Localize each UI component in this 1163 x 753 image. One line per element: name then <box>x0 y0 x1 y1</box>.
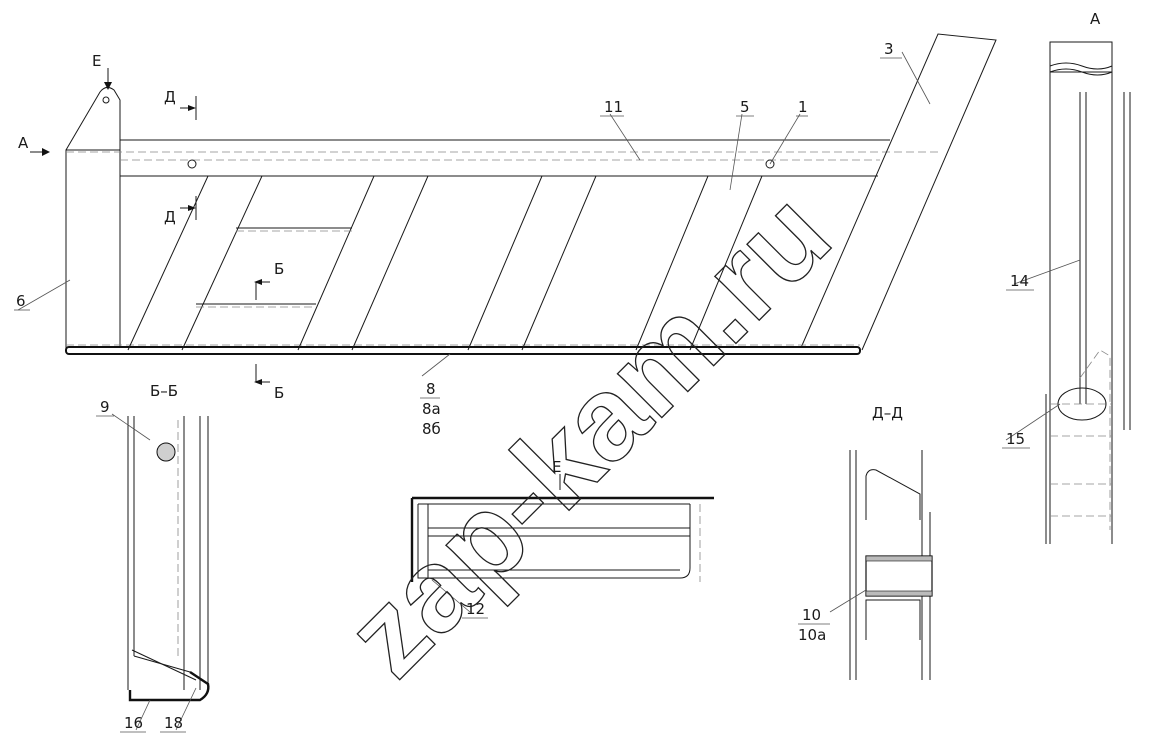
part-8b-label: 8б <box>422 420 441 438</box>
section-dd-view <box>829 450 933 680</box>
part-16-label: 16 <box>124 714 143 732</box>
arrow-e-label: Е <box>92 52 101 70</box>
part-18-label: 18 <box>164 714 183 732</box>
part-1-label: 1 <box>798 98 808 116</box>
view-e-title: Е <box>552 458 561 476</box>
watermark-text: zap-kam.ru <box>321 168 855 702</box>
part-8a-label: 8а <box>422 400 441 418</box>
watermark: zap-kam.ru <box>321 167 856 702</box>
label-underlines <box>14 57 1034 733</box>
part-8-label: 8 <box>426 380 436 398</box>
part-15-label: 15 <box>1006 430 1025 448</box>
part-3-label: 3 <box>884 40 894 58</box>
part-12-label: 12 <box>466 600 485 618</box>
section-bb-title: Б–Б <box>150 382 178 400</box>
view-e <box>410 474 714 613</box>
view-a-top-label: А <box>1090 10 1101 28</box>
view-a-right <box>1005 41 1131 544</box>
section-dd-title: Д–Д <box>872 404 903 422</box>
labels: А Е А Д Д Б Б Б–Б Д–Д Е А 3 1 5 11 6 8 8… <box>16 10 1101 732</box>
main-side-board <box>17 33 997 377</box>
part-9-label: 9 <box>100 398 110 416</box>
section-d-top-label: Д <box>164 88 176 106</box>
part-6-label: 6 <box>16 292 26 310</box>
part-10a-label: 10а <box>798 626 826 644</box>
section-b-bottom-label: Б <box>274 384 284 402</box>
section-bb-view <box>111 413 210 731</box>
section-b-top-label: Б <box>274 260 284 278</box>
arrow-a-label: А <box>18 134 29 152</box>
part-10-label: 10 <box>802 606 821 624</box>
part-11-label: 11 <box>604 98 623 116</box>
section-markers <box>30 68 270 385</box>
part-14-label: 14 <box>1010 272 1029 290</box>
section-d-bottom-label: Д <box>164 208 176 226</box>
part-5-label: 5 <box>740 98 750 116</box>
